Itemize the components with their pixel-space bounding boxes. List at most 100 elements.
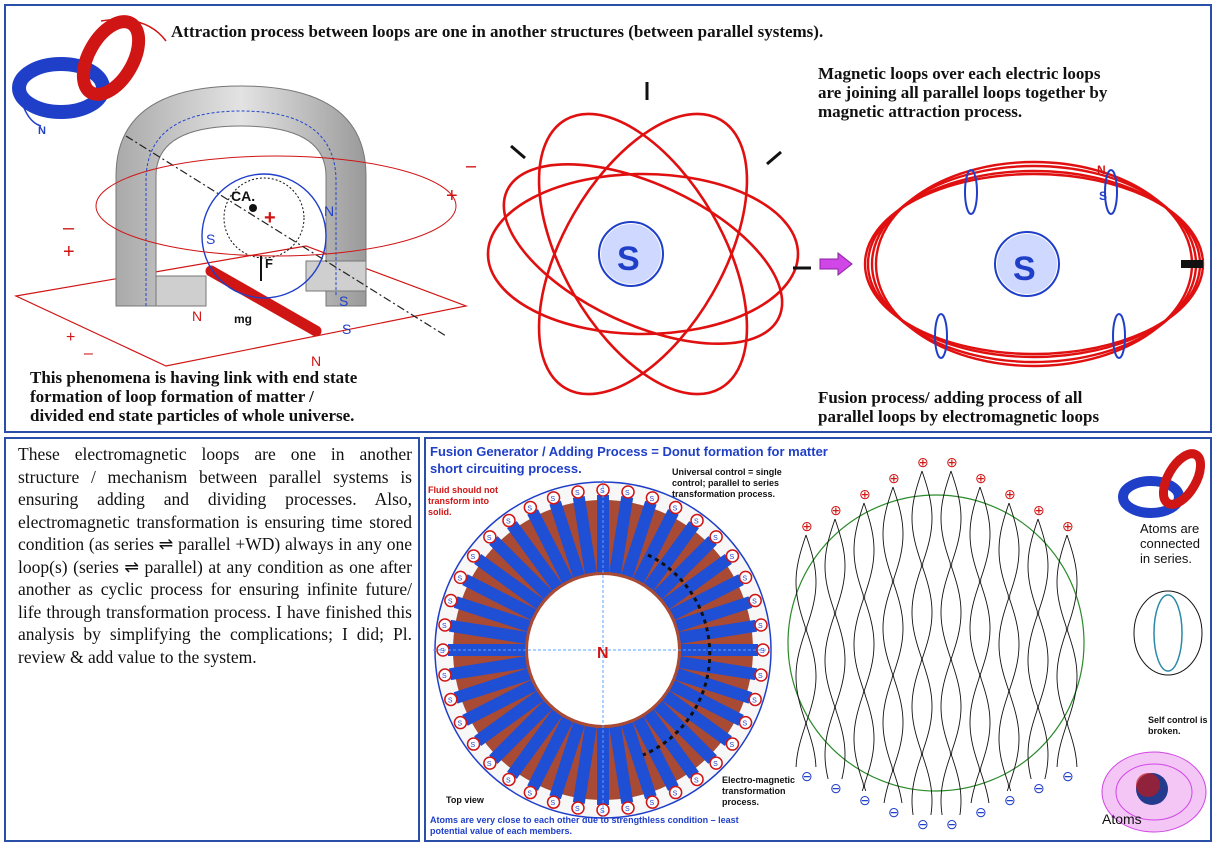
magnet-caption: This phenomena is having link with end s… — [30, 368, 358, 425]
plus-charge: ⊕ — [946, 454, 958, 470]
generator-spoke — [572, 495, 597, 574]
minus-charge: ⊖ — [859, 792, 871, 808]
helix-strand — [834, 518, 846, 780]
helix-strand — [940, 470, 952, 816]
spoke-tip — [709, 530, 723, 544]
spoke-tip — [453, 570, 468, 585]
spoke-tip — [483, 530, 497, 544]
self-control-note: Self control is broken. — [1148, 715, 1208, 736]
minus-charge: ⊖ — [917, 816, 929, 832]
spoke-label: S — [575, 806, 580, 813]
minus-charge: ⊖ — [888, 804, 900, 820]
generator-spoke — [609, 726, 634, 805]
spoke-tip — [668, 785, 683, 800]
generator-spoke — [462, 680, 537, 726]
spoke-tip — [754, 668, 768, 682]
helix-strand — [795, 534, 807, 768]
spoke-label: S — [729, 742, 734, 749]
minus-charge: ⊖ — [1033, 780, 1045, 796]
generator-spoke — [572, 726, 597, 805]
atoms-series-note: Atoms are connected in series. — [1140, 521, 1200, 566]
spoke-label: S — [442, 673, 447, 680]
generator-spoke — [662, 554, 732, 610]
spoke-tip — [645, 491, 660, 505]
right-caption-top: Magnetic loops over each electric loops … — [818, 64, 1108, 121]
spoke-label: S — [471, 742, 476, 749]
generator-spoke — [621, 500, 657, 578]
svg-text:S: S — [206, 231, 215, 247]
generator-spoke — [549, 722, 585, 800]
generator-spoke — [489, 700, 553, 764]
svg-text:–: – — [466, 155, 476, 177]
spoke-label: S — [752, 697, 757, 704]
svg-text:S: S — [339, 293, 348, 309]
spoke-tip — [668, 500, 683, 515]
generator-spoke — [448, 656, 527, 681]
svg-text:S: S — [617, 240, 640, 278]
spoke-label: S — [760, 648, 765, 655]
helix-strand — [1056, 534, 1068, 768]
spoke-tip — [466, 549, 481, 563]
svg-text:+: + — [63, 241, 75, 263]
generator-spoke — [662, 690, 732, 746]
generator-spoke — [669, 574, 744, 620]
spoke-tip — [571, 801, 585, 815]
spoke-tip — [523, 785, 538, 800]
helix-strand — [863, 502, 875, 792]
spoke-label: S — [448, 697, 453, 704]
spoke-label: S — [487, 761, 492, 768]
spoke-label: S — [758, 623, 763, 630]
horseshoe-magnet-diagram: S N CA. + F mg N S S S N N – + – + + — [12, 15, 476, 369]
spoke-tip — [466, 737, 481, 751]
svg-text:+: + — [446, 185, 458, 207]
generator-title: Fusion Generator / Adding Process = Donu… — [430, 444, 828, 476]
generator-spoke — [609, 495, 634, 574]
single-atom-loop-icon — [1133, 590, 1203, 676]
spoke-label: S — [487, 535, 492, 542]
spoke-label: S — [457, 721, 462, 728]
spoke-label: S — [743, 721, 748, 728]
spoke-label: S — [758, 673, 763, 680]
spoke-label: S — [673, 505, 678, 512]
spoke-label: S — [471, 554, 476, 561]
svg-text:N: N — [38, 125, 46, 137]
svg-text:S: S — [1099, 189, 1107, 203]
spoke-tip — [725, 549, 740, 563]
spoke-label: S — [713, 535, 718, 542]
helix-strand — [921, 470, 933, 816]
generator-spoke — [474, 690, 544, 746]
generator-spoke — [643, 521, 699, 591]
svg-text:–: – — [84, 345, 93, 362]
plus-charge: ⊕ — [917, 454, 929, 470]
spoke-label: S — [625, 806, 630, 813]
helix-strand — [969, 486, 981, 804]
generator-spoke — [453, 596, 531, 632]
explanation-paragraph: These electromagnetic loops are one in a… — [18, 444, 412, 667]
svg-text:CA.: CA. — [231, 188, 255, 204]
spoke-label: S — [694, 777, 699, 784]
spoke-tip — [725, 737, 740, 751]
spoke-tip — [748, 593, 762, 608]
helix-strand — [1037, 518, 1049, 780]
spoke-tip — [453, 715, 468, 730]
spoke-tip — [709, 756, 723, 770]
generator-spoke — [653, 536, 717, 600]
spoke-tip — [571, 485, 585, 499]
spoke-label: S — [694, 519, 699, 526]
atoms-close-note: Atoms are very close to each other due t… — [430, 815, 739, 836]
spoke-label: S — [448, 599, 453, 606]
universal-control-note: Universal control = single control; para… — [672, 467, 782, 499]
spoke-tip — [738, 570, 753, 585]
svg-text:+: + — [66, 329, 75, 346]
helix-strand — [979, 486, 991, 804]
generator-spoke — [675, 668, 753, 704]
spoke-tip — [621, 801, 635, 815]
text-panel: These electromagnetic loops are one in a… — [4, 437, 420, 842]
spoke-tip — [444, 692, 458, 707]
svg-text:N: N — [1097, 163, 1106, 177]
generator-spoke — [679, 656, 758, 681]
plus-charge: ⊕ — [888, 470, 900, 486]
helix-strand — [892, 486, 904, 804]
helix-strand — [911, 470, 923, 816]
